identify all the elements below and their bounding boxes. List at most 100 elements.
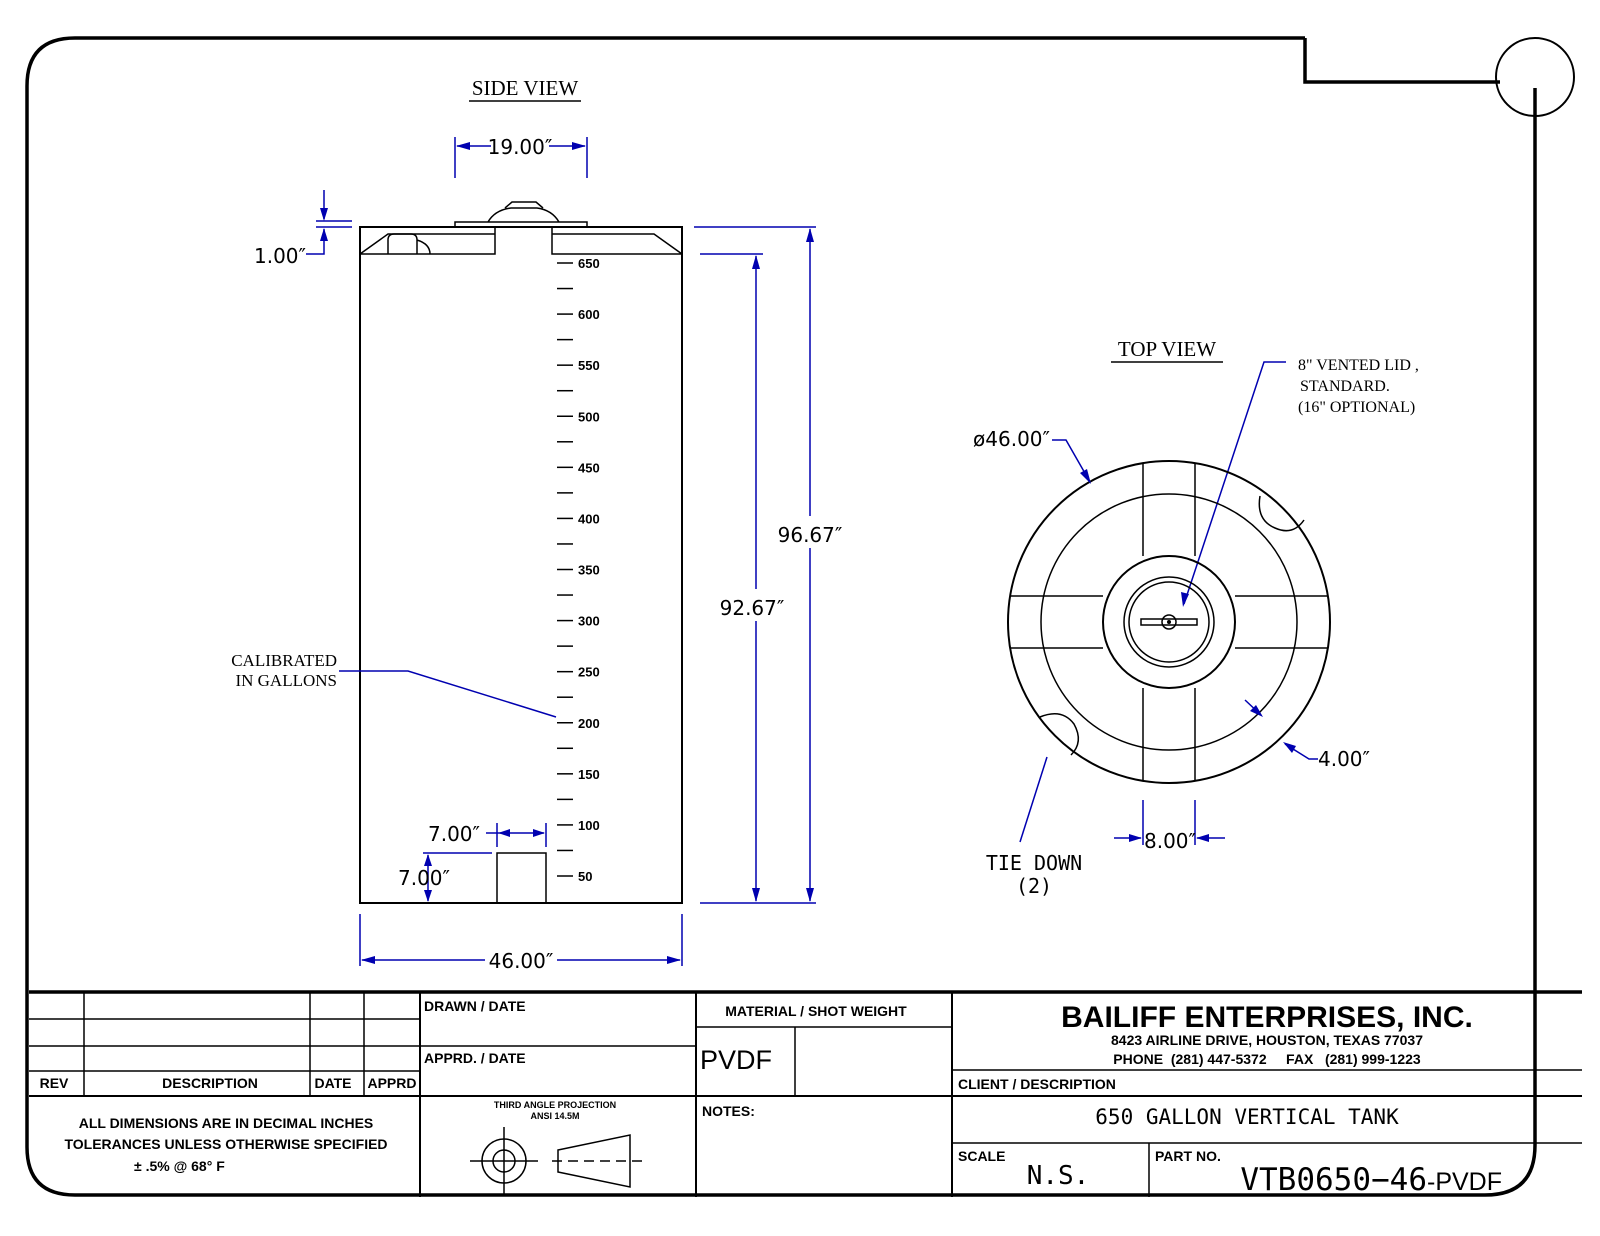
projection-line1: THIRD ANGLE PROJECTION <box>494 1100 616 1110</box>
gallon-label: 650 <box>578 256 600 271</box>
lid-ring-inner <box>1128 581 1210 663</box>
notes-header: NOTES: <box>702 1103 755 1119</box>
tie-down-pocket-upper <box>1258 495 1305 532</box>
projection-line2: ANSI 14.5M <box>530 1111 579 1121</box>
arrowhead <box>320 208 328 221</box>
dim-top-opening: 19.00″ <box>488 135 553 159</box>
arrowhead <box>361 956 375 964</box>
arrowhead <box>1196 834 1209 842</box>
gallon-label: 350 <box>578 563 600 578</box>
arrowhead <box>806 888 814 902</box>
corner-circle <box>1495 37 1575 117</box>
arrowhead <box>572 142 586 150</box>
lid-leader <box>1183 361 1286 605</box>
apprd-date-label: APPRD. / DATE <box>424 1050 526 1066</box>
dim-top-offset: 1.00″ <box>254 244 306 268</box>
tank-top-inner <box>1040 493 1298 751</box>
side-view-title: SIDE VIEW <box>472 76 579 100</box>
tank-body-outline <box>359 226 683 904</box>
lid-note-line1: 8" VENTED LID , <box>1298 357 1419 374</box>
tie-down-label-line2: (2) <box>1016 874 1052 898</box>
gallon-label: 550 <box>578 358 600 373</box>
dim-overall-height: 96.67″ <box>778 523 843 547</box>
tie-down-pocket-lower <box>1039 713 1080 756</box>
part-number-main: VTB0650−46 <box>1240 1162 1427 1198</box>
arrowhead <box>424 890 432 902</box>
arrowhead <box>806 228 814 242</box>
arrowhead <box>320 228 328 241</box>
company-name: BAILIFF ENTERPRISES, INC. <box>1061 1001 1473 1034</box>
tank-top-ribs <box>1010 463 1328 781</box>
material-header: MATERIAL / SHOT WEIGHT <box>725 1003 907 1019</box>
client-header: CLIENT / DESCRIPTION <box>958 1076 1116 1092</box>
tank-top-shoulder <box>359 227 683 255</box>
dim-body-height: 92.67″ <box>720 596 785 620</box>
company-phone: PHONE (281) 447-5372 FAX (281) 999-1223 <box>1113 1051 1421 1067</box>
tie-down-leader <box>1019 756 1048 843</box>
description-header: DESCRIPTION <box>162 1075 258 1091</box>
lid-note-line2: STANDARD. <box>1300 378 1390 395</box>
drawn-date-label: DRAWN / DATE <box>424 998 526 1014</box>
apprd-header: APPRD <box>367 1075 416 1091</box>
dim-channel: 8.00″ <box>1144 829 1196 853</box>
arrowhead <box>533 829 545 837</box>
arrowhead <box>752 888 760 902</box>
arrowhead <box>456 142 470 150</box>
calibrated-label-line2: IN GALLONS <box>235 671 337 690</box>
arrowhead <box>752 255 760 269</box>
gallon-label: 150 <box>578 767 600 782</box>
gallon-label: 500 <box>578 409 600 424</box>
tie-down-label-line1: TIE DOWN <box>986 851 1082 875</box>
scale-header: SCALE <box>958 1148 1005 1164</box>
tolerance-line3: ± .5% @ 68° F <box>134 1158 225 1174</box>
arrowhead <box>498 829 510 837</box>
dim-outlet-height: 7.00″ <box>398 866 450 890</box>
title-block <box>29 990 1582 1197</box>
tank-lid <box>454 201 588 227</box>
dim-rib: 4.00″ <box>1318 747 1370 771</box>
lid-ring-outer <box>1102 555 1236 689</box>
drawing-border <box>25 36 1537 1197</box>
gallon-label: 100 <box>578 818 600 833</box>
dim-outlet-width: 7.00″ <box>428 822 480 846</box>
date-header: DATE <box>314 1075 351 1091</box>
arrowhead <box>1181 592 1189 607</box>
vent-icon <box>1140 614 1198 630</box>
dim-1-line-bottom <box>306 229 325 255</box>
part-number: VTB0650−46-PVDF <box>1240 1162 1502 1198</box>
outlet-fitting <box>496 852 547 904</box>
gallon-label: 50 <box>578 869 592 884</box>
dim-diameter-side: 46.00″ <box>489 949 554 973</box>
rev-header: REV <box>40 1075 69 1091</box>
lid-ring-mid <box>1123 576 1215 668</box>
arrowhead <box>1250 705 1263 717</box>
company-address: 8423 AIRLINE DRIVE, HOUSTON, TEXAS 77037 <box>1111 1032 1423 1048</box>
gallon-label: 200 <box>578 716 600 731</box>
gallon-label: 250 <box>578 665 600 680</box>
third-angle-projection-icon <box>470 1127 646 1195</box>
lid-note-line3: (16" OPTIONAL) <box>1298 399 1415 416</box>
gallon-label: 300 <box>578 614 600 629</box>
calibrated-label-line1: CALIBRATED <box>231 651 337 670</box>
top-view-title: TOP VIEW <box>1118 337 1216 361</box>
part-header: PART NO. <box>1155 1148 1221 1164</box>
tolerance-line2: TOLERANCES UNLESS OTHERWISE SPECIFIED <box>64 1136 387 1152</box>
tolerance-line1: ALL DIMENSIONS ARE IN DECIMAL INCHES <box>79 1115 374 1131</box>
gallon-label: 450 <box>578 460 600 475</box>
dim-diameter-top-leader <box>1052 439 1091 483</box>
part-number-suffix: -PVDF <box>1427 1168 1502 1196</box>
arrowhead <box>1080 469 1091 484</box>
client-description: 650 GALLON VERTICAL TANK <box>1095 1105 1399 1129</box>
tie-down-pocket <box>387 233 431 255</box>
dim-diameter-top: ø46.00″ <box>973 427 1050 451</box>
material-value: PVDF <box>700 1045 772 1075</box>
arrowhead <box>667 956 681 964</box>
scale-value: N.S. <box>1027 1161 1090 1191</box>
gallon-label: 600 <box>578 307 600 322</box>
tank-top-outer <box>1007 460 1331 784</box>
gallon-label: 400 <box>578 511 600 526</box>
arrowhead <box>1283 742 1296 753</box>
arrowhead <box>1129 834 1142 842</box>
calibrated-leader <box>339 670 557 718</box>
